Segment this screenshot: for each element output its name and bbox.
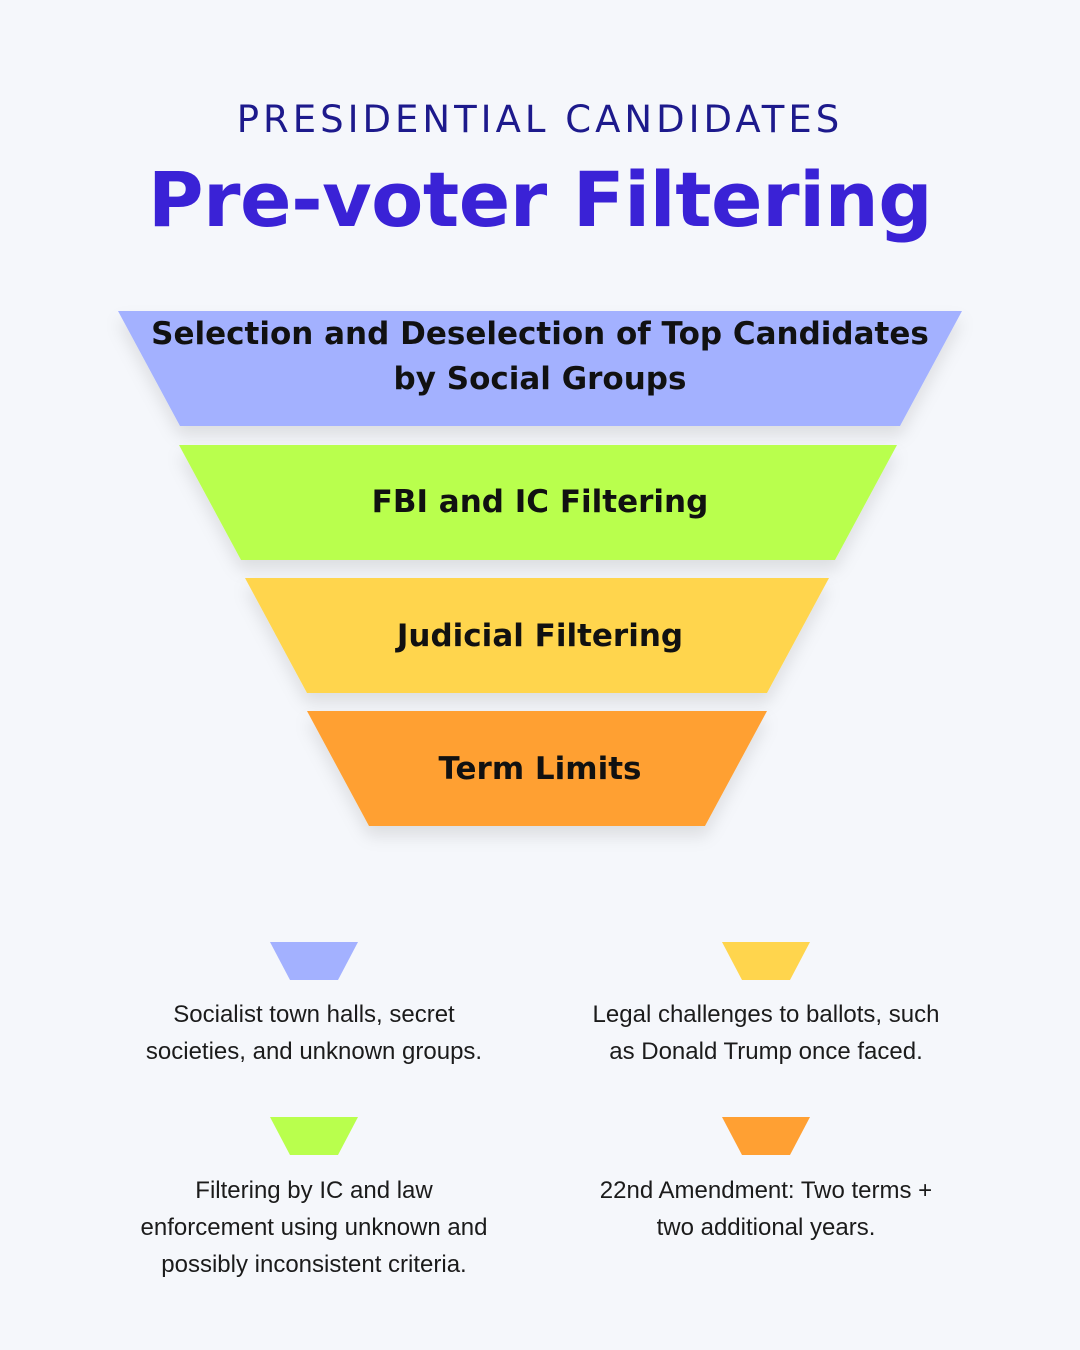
funnel-tier-fbi-ic [179,445,897,560]
legend-text-fbi-ic: Filtering by IC and law enforcement usin… [104,1172,524,1283]
legend-text-line: societies, and unknown groups. [145,1038,483,1065]
tier-label-line: Selection and Deselection of Top Candida… [151,316,929,352]
legend-text-line: Socialist town halls, secret [173,1001,455,1028]
legend-funnel-icon-yellow [722,942,810,980]
legend-text-line: Filtering by IC and law [195,1177,433,1204]
legend-text-line: possibly inconsistent criteria. [161,1251,467,1278]
page-supertitle: PRESIDENTIAL CANDIDATES [236,98,844,141]
legend-text-line: as Donald Trump once faced. [609,1038,923,1065]
tier-label-social-groups: Selection and Deselection of Top Candida… [0,312,1080,402]
funnel-diagram [118,311,962,826]
legend-text-judicial: Legal challenges to ballots, such as Don… [556,996,976,1070]
legend-text-line: Legal challenges to ballots, such [592,1001,940,1028]
legend-text-term-limits: 22nd Amendment: Two terms + two addition… [556,1172,976,1246]
funnel-tier-term-limits [307,711,767,826]
legend-text-line: 22nd Amendment: Two terms + [599,1177,933,1204]
legend-funnel-icon-blue [270,942,358,980]
tier-label-term-limits: Term Limits [438,751,642,787]
tier-label-judicial: Judicial Filtering [396,618,684,654]
funnel-tier-social-groups [118,311,962,426]
tier-label-fbi-ic: FBI and IC Filtering [371,484,709,520]
page-title: Pre-voter Filtering [147,155,933,244]
tier-label-line: by Social Groups [393,361,687,397]
legend-text-social-groups: Socialist town halls, secret societies, … [104,996,524,1070]
legend-text-line: two additional years. [656,1214,876,1241]
legend-text-line: enforcement using unknown and [140,1214,488,1241]
funnel-tier-judicial [245,578,829,693]
legend-funnel-icon-orange [722,1117,810,1155]
legend-funnel-icon-green [270,1117,358,1155]
